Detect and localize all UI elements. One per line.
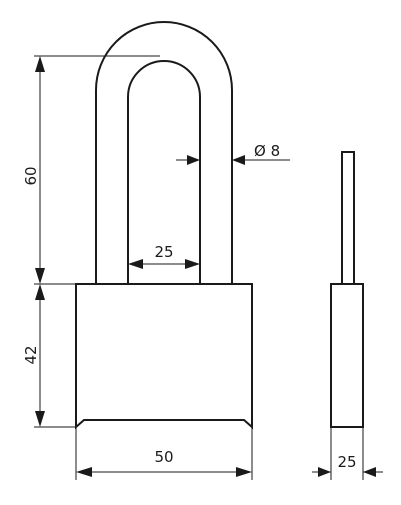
side-body [330, 283, 364, 428]
side-view [330, 151, 364, 428]
shackle-diameter-label: Ø 8 [254, 142, 280, 160]
body-thickness-label: 25 [337, 453, 356, 471]
shackle-height-label: 60 [22, 166, 40, 185]
dimension-shackle-diameter [176, 155, 290, 165]
body-width-label: 50 [154, 448, 173, 466]
dimension-body-height [34, 284, 76, 428]
shackle-inner-width-label: 25 [154, 243, 173, 261]
dimension-shackle-inner-width [128, 259, 200, 269]
shackle-outline [95, 21, 233, 284]
front-view [75, 21, 253, 430]
side-shackle [341, 151, 355, 285]
dimension-body-width [75, 427, 253, 480]
dimension-shackle-height [34, 55, 160, 285]
dimension-body-thickness [312, 427, 383, 480]
body-height-label: 42 [22, 345, 40, 364]
lock-body [75, 283, 253, 430]
